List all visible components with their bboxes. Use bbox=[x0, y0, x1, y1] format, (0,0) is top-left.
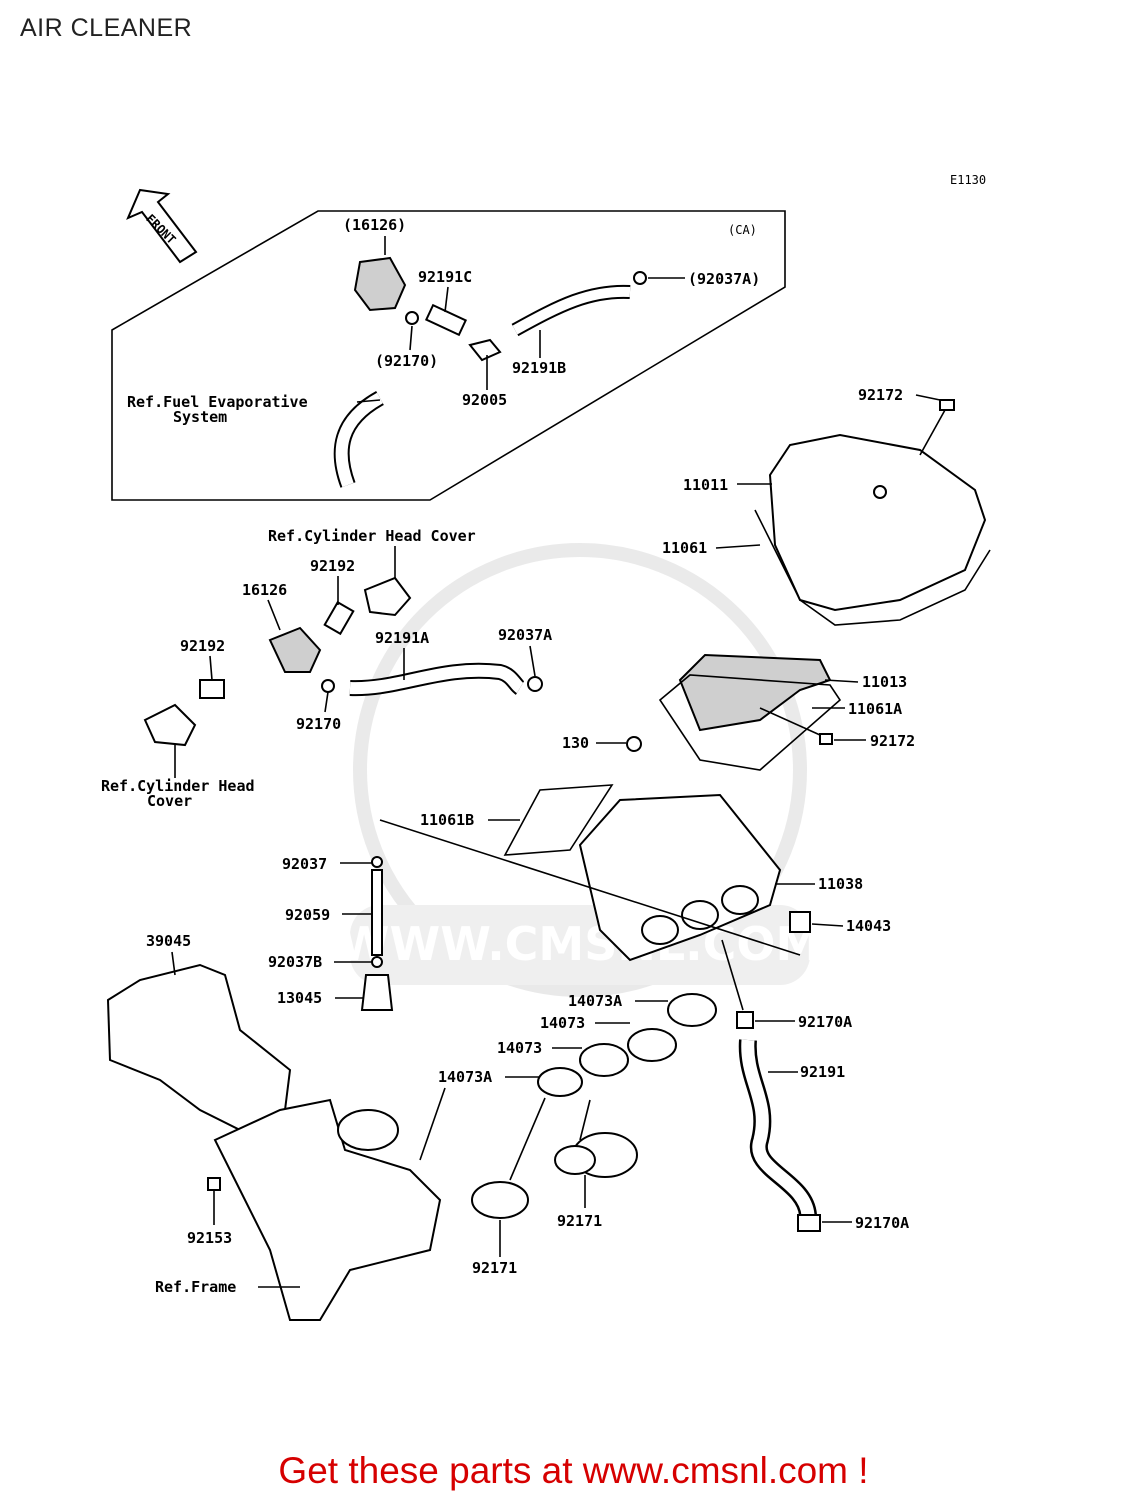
filter-element-11013 bbox=[658, 653, 842, 771]
footer-link[interactable]: Get these parts at www.cmsnl.com ! bbox=[278, 1450, 869, 1491]
label-92171-l: 92171 bbox=[472, 1259, 517, 1277]
bracket-39045-icon bbox=[106, 963, 292, 1132]
label-92191: 92191 bbox=[800, 1063, 845, 1081]
inset-parts bbox=[333, 256, 647, 488]
clip-92037a-icon bbox=[527, 676, 543, 692]
clip-92037a-ref-icon bbox=[633, 271, 647, 285]
clamp-92170-icon bbox=[321, 679, 335, 693]
label-92170a-bot: 92170A bbox=[855, 1214, 909, 1232]
label-11011: 11011 bbox=[683, 476, 728, 494]
label-13045: 13045 bbox=[277, 989, 322, 1007]
hose-92191c-icon bbox=[424, 303, 468, 337]
label-14073a-bot: 14073A bbox=[438, 1068, 492, 1086]
hose-92192-top-icon bbox=[323, 600, 355, 636]
front-arrow-icon: FRONT bbox=[126, 188, 198, 264]
joint-92005-icon bbox=[468, 338, 502, 362]
valve-16126-icon bbox=[268, 626, 322, 673]
label-92192-left: 92192 bbox=[180, 637, 225, 655]
label-11013: 11013 bbox=[862, 673, 907, 691]
cyl-head-cover-left-icon bbox=[143, 703, 197, 747]
part-14043-icon bbox=[789, 911, 811, 933]
label-14073a-top: 14073A bbox=[568, 992, 622, 1010]
inset-ca-box: (CA) bbox=[111, 210, 786, 501]
label-11061: 11061 bbox=[662, 539, 707, 557]
bolt-92153-icon bbox=[207, 1177, 221, 1191]
label-14073-b: 14073 bbox=[497, 1039, 542, 1057]
label-92171-r: 92171 bbox=[557, 1212, 602, 1230]
label-ref-cyl-top: Ref.Cylinder Head Cover bbox=[268, 527, 476, 545]
bolt-92172-mid-icon bbox=[819, 733, 833, 745]
label-92059: 92059 bbox=[285, 906, 330, 924]
bolt-130-icon bbox=[626, 736, 642, 752]
plug-13045-icon bbox=[360, 974, 394, 1011]
label-11061b: 11061B bbox=[420, 811, 474, 829]
clip-92037-icon bbox=[371, 856, 383, 868]
label-ref-cyl-left-1: Ref.Cylinder Head bbox=[101, 777, 255, 795]
clamp-92170a-top-icon bbox=[736, 1011, 754, 1029]
label-92005: 92005 bbox=[462, 391, 507, 409]
label-16126: 16126 bbox=[242, 581, 287, 599]
label-92170-ref: (92170) bbox=[375, 352, 438, 370]
label-92172-mid: 92172 bbox=[870, 732, 915, 750]
parts-diagram: WWW.CMSNL.COM E1130 FRONT (CA) (16126) 9… bbox=[101, 173, 991, 1321]
label-92191b: 92191B bbox=[512, 359, 566, 377]
label-11061a: 11061A bbox=[848, 700, 902, 718]
page-title: AIR CLEANER bbox=[20, 14, 193, 42]
label-ref-fuel-1: Ref.Fuel Evaporative bbox=[127, 393, 308, 411]
watermark-text: WWW.CMSNL.COM bbox=[339, 917, 822, 971]
clamp-92170a-bot-icon bbox=[797, 1214, 821, 1232]
label-ref-fuel-2: System bbox=[173, 408, 227, 426]
label-92191a: 92191A bbox=[375, 629, 429, 647]
label-92153: 92153 bbox=[187, 1229, 232, 1247]
label-92037: 92037 bbox=[282, 855, 327, 873]
frame-ref bbox=[213, 1098, 442, 1321]
label-92037a-ref: (92037A) bbox=[688, 270, 760, 288]
clip-92037b-icon bbox=[371, 956, 383, 968]
bolt-92172-top-icon bbox=[939, 399, 955, 411]
hose-92192-left-icon bbox=[199, 679, 225, 699]
label-14043: 14043 bbox=[846, 917, 891, 935]
label-92170: 92170 bbox=[296, 715, 341, 733]
label-16126-ref: (16126) bbox=[343, 216, 406, 234]
lower-case-11038 bbox=[578, 793, 782, 962]
label-14073-a: 14073 bbox=[540, 1014, 585, 1032]
label-92191c: 92191C bbox=[418, 268, 472, 286]
gasket-11061b-icon bbox=[503, 784, 614, 856]
label-ref-frame: Ref.Frame bbox=[155, 1278, 236, 1296]
label-ref-cyl-left-2: Cover bbox=[147, 792, 192, 810]
label-92170a-top: 92170A bbox=[798, 1013, 852, 1031]
diagram-code: E1130 bbox=[950, 173, 986, 187]
watermark-logo: WWW.CMSNL.COM bbox=[339, 543, 822, 997]
label-11038: 11038 bbox=[818, 875, 863, 893]
label-92037b: 92037B bbox=[268, 953, 322, 971]
funnel-stack bbox=[471, 993, 717, 1219]
inset-region-label: (CA) bbox=[728, 223, 757, 237]
cyl-head-cover-top-icon bbox=[363, 576, 412, 617]
valve-16126-ref-icon bbox=[353, 256, 407, 312]
upper-cover-11011 bbox=[754, 399, 991, 626]
label-92037a: 92037A bbox=[498, 626, 552, 644]
clamp-92170-ref-icon bbox=[405, 311, 419, 325]
label-92172-top: 92172 bbox=[858, 386, 903, 404]
tube-92059-icon bbox=[371, 869, 383, 956]
label-92192-top: 92192 bbox=[310, 557, 355, 575]
label-130: 130 bbox=[562, 734, 589, 752]
label-39045: 39045 bbox=[146, 932, 191, 950]
